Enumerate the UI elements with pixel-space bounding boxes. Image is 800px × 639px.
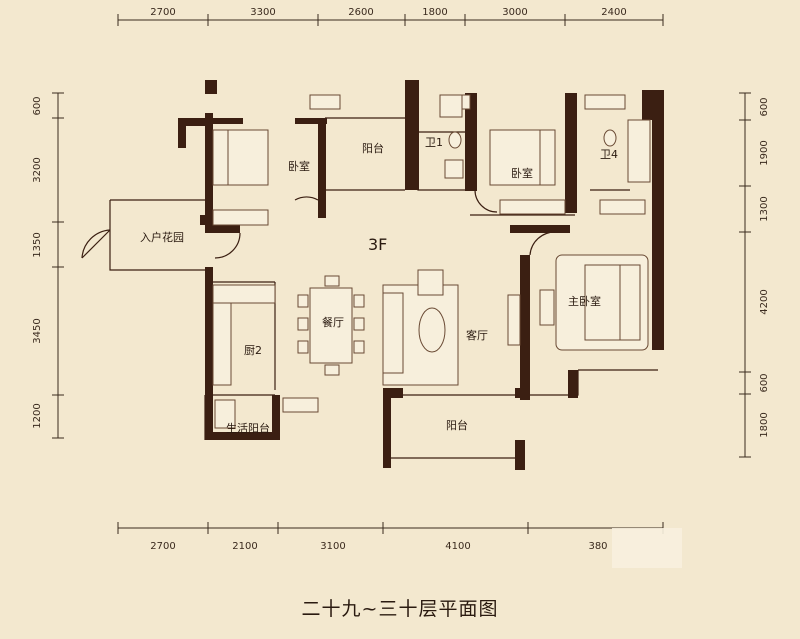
- top-dim-5: 3000: [502, 7, 527, 18]
- top-dim-4: 1800: [422, 7, 447, 18]
- top-dim-2: 3300: [250, 7, 275, 18]
- room-balcony-bottom: 阳台: [446, 418, 468, 432]
- top-dim-3: 2600: [348, 7, 373, 18]
- bottom-dim-4: 4100: [445, 541, 470, 552]
- room-utility-balcony: 生活阳台: [226, 421, 270, 435]
- top-dim-6: 2400: [601, 7, 626, 18]
- bottom-dim-5: 380: [588, 541, 607, 552]
- right-dim-3: 1300: [759, 196, 770, 221]
- bottom-dimension-bar: 2700 2100 3100 4100 380: [117, 522, 664, 552]
- top-dim-1: 2700: [150, 7, 175, 18]
- bottom-dim-3: 3100: [320, 541, 345, 552]
- right-dim-4: 4200: [759, 289, 770, 314]
- furniture: [81, 94, 651, 429]
- left-dim-5: 1200: [32, 403, 43, 428]
- room-dining: 餐厅: [322, 315, 344, 329]
- right-dimension-bar: 600 1900 1300 4200 600 1800: [739, 92, 770, 458]
- left-dimension-bar: 600 3200 1350 3450 1200: [32, 92, 64, 439]
- left-dim-1: 600: [32, 96, 43, 115]
- room-bath4: 卫4: [600, 148, 618, 161]
- floor-label: 3F: [368, 235, 387, 254]
- room-master-bedroom: 主卧室: [568, 294, 601, 308]
- thin-partitions: [109, 100, 658, 459]
- right-dim-5: 600: [759, 373, 770, 392]
- left-dim-4: 3450: [32, 318, 43, 343]
- room-entry-garden: 入户花园: [140, 230, 184, 244]
- left-dim-2: 3200: [32, 157, 43, 182]
- room-bedroom-left: 卧室: [288, 159, 310, 173]
- room-kitchen: 厨2: [244, 344, 262, 357]
- right-dim-2: 1900: [759, 140, 770, 165]
- right-dim-6: 1800: [759, 412, 770, 437]
- room-bedroom-mid: 卧室: [511, 166, 533, 180]
- bottom-dim-2: 2100: [232, 541, 257, 552]
- watermark-patch: [612, 528, 682, 568]
- top-dimension-bar: 2700 3300 2600 1800 3000 2400: [117, 7, 664, 26]
- room-labels: 卧室 阳台 卫1 卧室 卫4 入户花园 主卧室 餐厅 厨2 客厅 阳台 生活阳台…: [140, 136, 618, 435]
- room-balcony-top: 阳台: [362, 141, 384, 155]
- left-dim-3: 1350: [32, 232, 43, 257]
- page-title: 二十九~三十层平面图: [301, 598, 499, 620]
- room-bath1: 卫1: [425, 136, 443, 149]
- room-living: 客厅: [466, 328, 488, 342]
- right-dim-1: 600: [759, 97, 770, 116]
- bottom-dim-1: 2700: [150, 541, 175, 552]
